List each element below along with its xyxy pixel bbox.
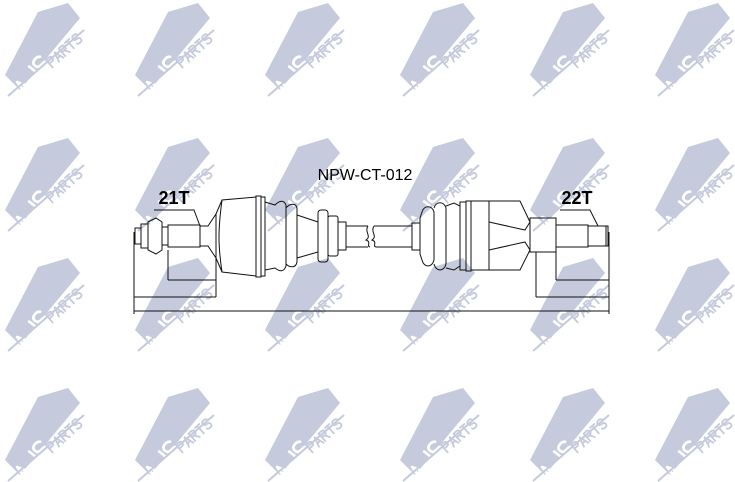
watermark-logo xyxy=(655,388,735,482)
watermark-logo xyxy=(530,138,610,233)
watermark-logo xyxy=(400,138,480,233)
watermark-logo xyxy=(5,388,85,482)
part-number-label: NPW-CT-012 xyxy=(318,167,413,184)
watermark-logo xyxy=(400,3,480,98)
watermark-logo xyxy=(655,258,735,353)
left-spline-count: 21T xyxy=(158,188,189,208)
watermark-logo xyxy=(5,3,85,98)
watermark-logo xyxy=(530,388,610,482)
watermark-logo xyxy=(655,138,735,233)
right-end xyxy=(529,217,609,253)
watermark-logo xyxy=(265,3,345,98)
watermark-logo xyxy=(135,138,215,233)
watermark-logo xyxy=(400,388,480,482)
watermark-logo xyxy=(5,258,85,353)
watermark-logo xyxy=(655,3,735,98)
left-cv-joint xyxy=(215,195,347,278)
leader-lines xyxy=(154,209,599,227)
watermark-logo xyxy=(265,138,345,233)
watermark-logo xyxy=(400,258,480,353)
watermark-logo xyxy=(530,3,610,98)
watermark-logo xyxy=(265,388,345,482)
watermark-logo xyxy=(135,388,215,482)
right-spline-count: 22T xyxy=(561,188,592,208)
watermark-logo xyxy=(5,138,85,233)
watermark-logo xyxy=(135,3,215,98)
watermark-logo xyxy=(265,258,345,353)
left-end xyxy=(134,213,217,259)
dimension-lines xyxy=(133,232,610,314)
